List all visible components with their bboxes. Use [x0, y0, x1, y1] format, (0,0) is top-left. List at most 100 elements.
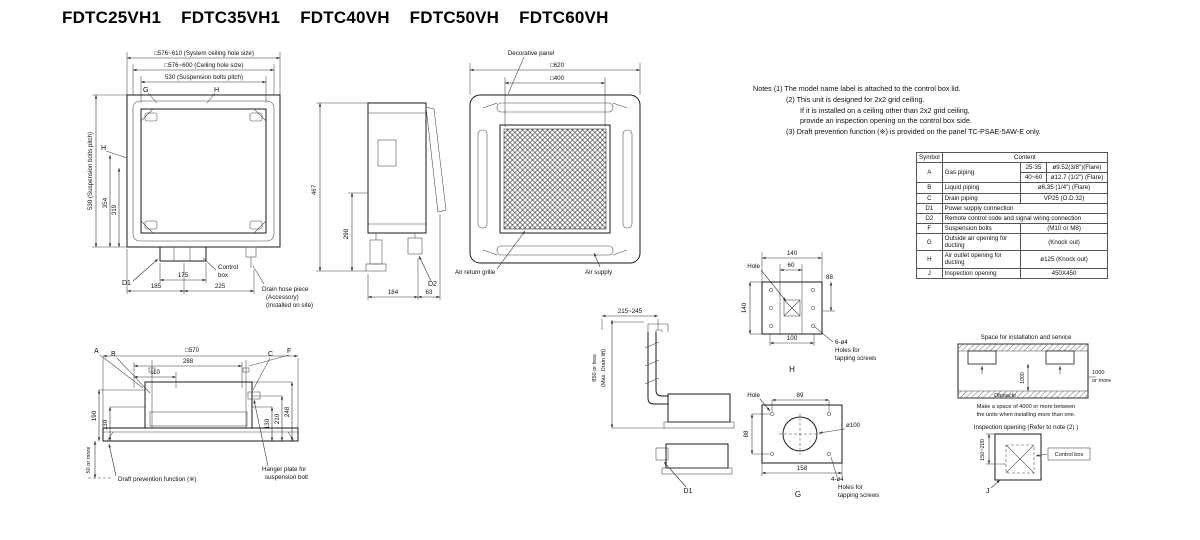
- dim-110: 110: [150, 369, 160, 376]
- control-box-callout-frame: [1047, 447, 1091, 461]
- table-row-outside-air: G Outside air opening for ducting (Knock…: [916, 232, 1108, 252]
- dim-298: 298: [343, 228, 350, 239]
- space-note-line1: Make a space of 4000 or more between: [977, 404, 1076, 410]
- label-cell: Inspection opening: [941, 267, 1022, 279]
- open-flap: [425, 106, 447, 213]
- model-name: FDTC50VH: [409, 8, 500, 27]
- control-box-callout: Control box: [1055, 452, 1084, 458]
- drain-pipe-shape: [644, 323, 669, 405]
- unit-block-left: [967, 350, 997, 365]
- h-view-label: H: [789, 365, 795, 374]
- h-detail-shape: [761, 281, 823, 335]
- g-view-label: G: [795, 490, 801, 499]
- symbol-cell: D1: [916, 202, 943, 214]
- table-row-inspection-opening: J Inspection opening 450X450: [916, 267, 1108, 279]
- table-row-gas-piping: A Gas piping 25·35 ø9.52(3/8")(Flare): [916, 162, 1109, 184]
- hanger-plate-label-line1: Hanger plate for: [262, 466, 306, 473]
- dim-63: 63: [426, 289, 433, 296]
- dim-ceiling-hole: □576~600 (Ceiling hole size): [165, 62, 244, 69]
- symbol-d1-view-label: D1: [684, 488, 693, 495]
- label-cell: Gas piping: [941, 162, 1022, 184]
- g-screws-label-line2: Holes for: [838, 484, 863, 491]
- value-cell: ø125 (Knock out): [1020, 250, 1108, 269]
- label-cell: Outside air opening for ducting: [941, 232, 1022, 252]
- symbol-f-label: F: [287, 348, 291, 355]
- dim-620: □620: [550, 62, 565, 69]
- inspection-opening-drawing: Inspection opening (Refer to note (2) ) …: [974, 424, 1091, 495]
- h-detail-dimension-lines: [748, 252, 835, 346]
- value-cell: 450X450: [1020, 267, 1108, 279]
- label-cell: Suspension bolts: [941, 222, 1022, 235]
- air-return-grille-label: Air return grille: [455, 269, 496, 276]
- model-name-title: FDTC25VH1 FDTC35VH1 FDTC40VH FDTC50VH FD…: [62, 8, 609, 28]
- decorative-panel-title: Decorative panel: [508, 50, 554, 57]
- dim-158: 158: [797, 465, 808, 472]
- dim-570: □570: [185, 347, 200, 354]
- dim-185: 185: [151, 283, 162, 290]
- inspection-opening-title: Inspection opening (Refer to note (2) ): [974, 424, 1079, 431]
- panel-outline: [469, 94, 641, 264]
- unit-body-side: [367, 102, 427, 234]
- air-supply-label: Air supply: [585, 269, 613, 276]
- symbol-b-label: B: [111, 351, 116, 358]
- dim-190: 190: [91, 410, 98, 421]
- table-row-drain-piping: C Drain piping VP25 (O.D.32): [916, 192, 1108, 204]
- table-row-liquid-piping: B Liquid piping ø6.35 (1/4") (Flare): [916, 182, 1108, 194]
- dim-1000-or-more-line2: or more: [1092, 378, 1111, 384]
- dim-288: 288: [183, 358, 194, 365]
- decorative-panel-drawing: Decorative panel □620 □400: [455, 50, 641, 276]
- range-cell: 25·35: [1020, 162, 1047, 174]
- drain-lift-drawing: 215~245 850 or less (Max. Drain lift): [592, 308, 735, 495]
- dim-467: 467: [311, 184, 318, 195]
- front-view-drawing: A B C F: [86, 347, 308, 483]
- dim-184: 184: [388, 289, 399, 296]
- dim-bolt-pitch-vertical: 530 (Suspension bolts pitch): [87, 132, 94, 210]
- table-header-row: Symbol Content: [916, 151, 1109, 164]
- unit-section-d1: [655, 443, 733, 475]
- model-name: FDTC25VH1: [62, 8, 162, 27]
- space-note-line2: the units when installing more than one.: [977, 412, 1076, 418]
- symbol-h-label-left: H: [101, 145, 106, 152]
- drain-dimension-lines: [601, 314, 664, 429]
- panel-dimension-lines: [469, 63, 641, 127]
- header-content: Content: [941, 151, 1109, 164]
- symbol-d2-label: D2: [428, 281, 437, 288]
- notes-block: Notes (1) The model name label is attach…: [753, 84, 1125, 138]
- symbol-cell: C: [916, 192, 943, 204]
- g-screws-label-line3: tapping screws: [838, 492, 879, 499]
- g-detail-dimension-lines: [750, 398, 843, 476]
- symbol-cell: G: [916, 232, 943, 252]
- space-diagram: Space for installation and service 1000 …: [957, 334, 1111, 418]
- d2-connection-box: [407, 237, 423, 255]
- table-row-suspension-bolts: F Suspension bolts (M10 or M8): [916, 222, 1108, 235]
- symbol-cell: A: [916, 162, 943, 184]
- symbol-cell: J: [916, 267, 943, 279]
- symbol-cell: D2: [916, 212, 943, 224]
- symbol-g-label: G: [143, 87, 148, 94]
- hanger-plate-label-line2: suspension bolt: [265, 474, 308, 481]
- dim-88-g: 88: [743, 430, 750, 437]
- dim-100: 100: [787, 335, 798, 342]
- table-row-power-supply: D1 Power supply connection: [916, 202, 1109, 214]
- h-detail-drawing: 140 60 Hole 88 140 100 6-ø4 Holes for ta…: [741, 250, 876, 374]
- unit-front-outline: [102, 360, 299, 442]
- dim-130-left: 130: [102, 419, 109, 430]
- dim-1000: 1000: [1020, 372, 1026, 384]
- symbol-cell: F: [916, 222, 943, 235]
- header-symbol: Symbol: [916, 151, 943, 164]
- symbol-cell: H: [916, 250, 943, 269]
- unit-block-right: [1045, 350, 1075, 365]
- control-box-label-line2: box: [218, 272, 229, 279]
- top-view-dimension-lines: [92, 52, 281, 248]
- model-name: FDTC60VH: [519, 8, 609, 27]
- dim-210: 210: [274, 413, 281, 424]
- obstacle-label: Obstacle: [994, 393, 1016, 399]
- label-cell: Power supply connection: [941, 202, 1109, 214]
- symbol-a-label: A: [94, 348, 99, 355]
- dim-850-line1: 850 or less: [592, 354, 598, 382]
- hanger-plate-shape: [247, 391, 261, 400]
- range-cell: 40~60: [1020, 172, 1047, 184]
- value-cell: ø9.52(3/8")(Flare): [1045, 162, 1109, 174]
- hole-label-g: Hole: [747, 392, 760, 399]
